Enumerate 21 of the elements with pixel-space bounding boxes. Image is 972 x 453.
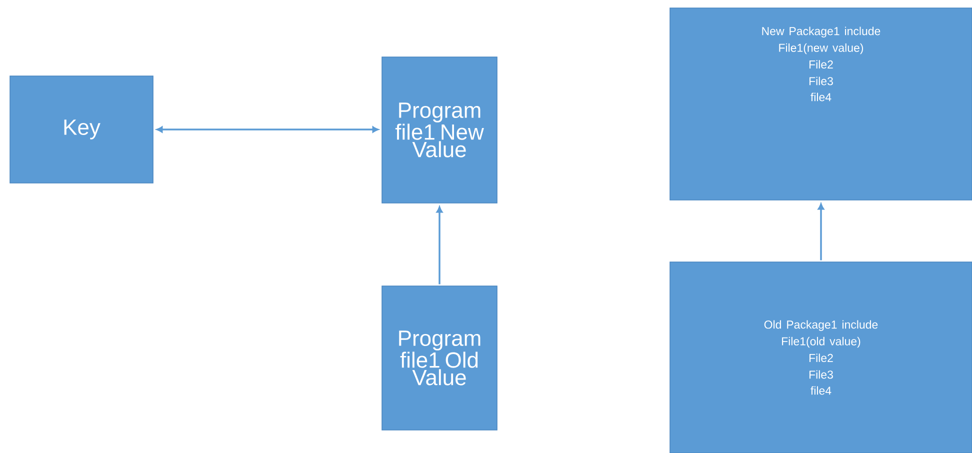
process-box [670,8,972,200]
node-label: Key [64,120,100,140]
node-label: File2 [809,354,833,362]
process-box [382,56,498,204]
node-label: file4 [810,386,832,395]
process-box [382,286,498,430]
process-box [10,76,154,184]
arrow [436,206,443,284]
node-label: New Package1 include [762,26,880,38]
node-label: file4 [810,92,832,102]
arrow [818,203,824,260]
node-label: File1(old value) [782,336,860,348]
node-label: File1(new value) [779,43,864,54]
process-box [670,262,972,453]
node-label: File2 [809,60,833,69]
arrow [156,126,379,133]
node-label: File3 [809,370,833,379]
node-label: Old Package1 include [764,320,878,331]
node-label: File3 [809,76,833,86]
node-label: Program file1 New Value [395,102,484,158]
node-label: Program file1 Old Value [399,330,480,386]
